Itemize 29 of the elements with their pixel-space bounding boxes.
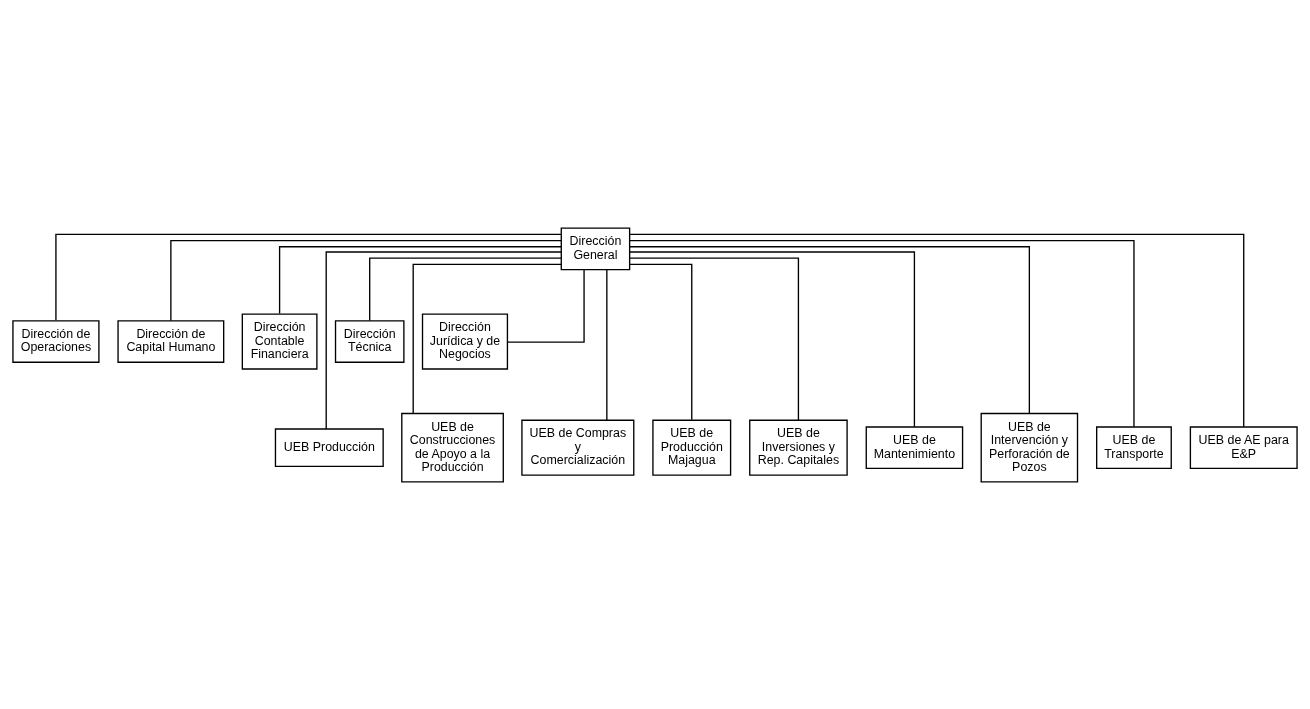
node-box: Dirección General [560, 226, 631, 270]
node-box: UEB Producción [274, 427, 384, 467]
connector [629, 233, 1245, 427]
node-box: UEB de AE para E&P [1189, 425, 1298, 469]
connector [629, 250, 916, 427]
connector [369, 257, 562, 321]
node-box: Dirección Jurídica y de Negocios [421, 312, 509, 370]
connector [278, 245, 562, 314]
node-box: UEB de Inversiones y Rep. Capitales [749, 419, 848, 476]
node-box: UEB de Transporte [1096, 425, 1172, 469]
connector [325, 250, 562, 430]
node-box: UEB de Intervención y Perforación de Pozos [980, 412, 1079, 483]
connector [606, 268, 608, 421]
connector [506, 268, 585, 343]
node-box: Dirección Técnica [334, 319, 405, 363]
connector [55, 233, 562, 321]
connector [170, 239, 562, 321]
connector [629, 239, 1135, 427]
node-box: Dirección de Capital Humano [117, 319, 225, 363]
node-box: Dirección de Operaciones [12, 319, 100, 363]
connector [629, 257, 800, 421]
connector [629, 245, 1031, 414]
node-box: UEB de Compras y Comercialización [521, 419, 635, 476]
node-box: UEB de Mantenimiento [865, 425, 964, 469]
node-box: UEB de Construcciones de Apoyo a la Producción [401, 412, 504, 483]
node-box: Dirección Contable Financiera [241, 312, 318, 370]
connector [412, 263, 562, 414]
node-box: UEB de Producción Majagua [652, 419, 732, 476]
connector [629, 263, 693, 421]
